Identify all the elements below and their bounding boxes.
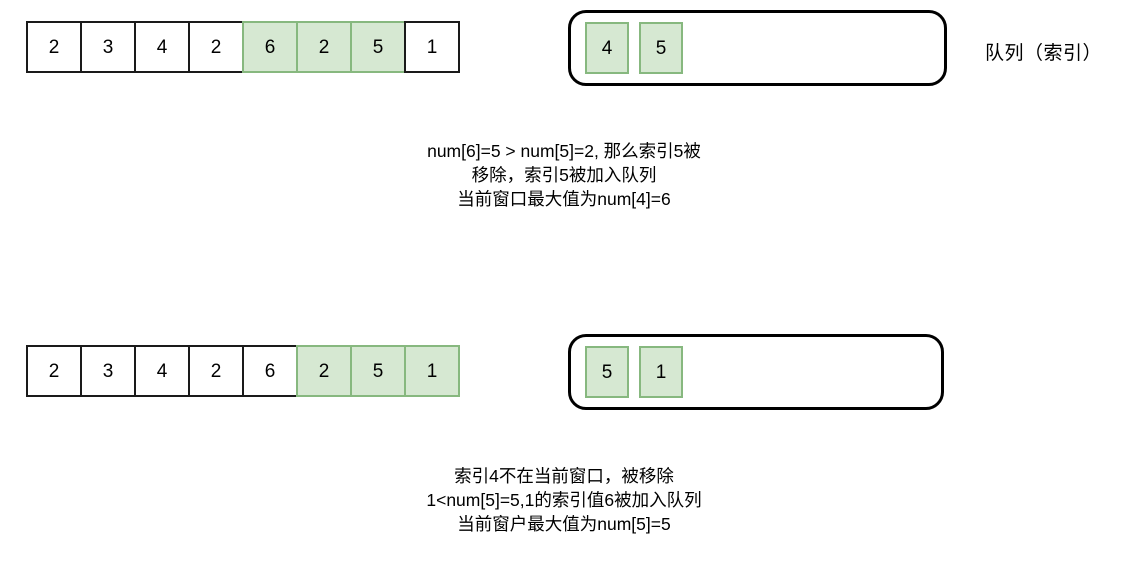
array-cell: 3	[80, 21, 136, 73]
caption-line: 移除，索引5被加入队列	[471, 165, 657, 185]
array-cell: 2	[26, 345, 82, 397]
queue-item: 5	[585, 346, 629, 398]
array-cell-highlighted: 2	[296, 21, 352, 73]
array-cell: 4	[134, 21, 190, 73]
caption-line: 1<num[5]=5,1的索引值6被加入队列	[426, 490, 702, 510]
queue-item: 1	[639, 346, 683, 398]
caption-line: 当前窗户最大值为num[5]=5	[457, 514, 671, 534]
array-cell: 1	[404, 21, 460, 73]
array-cell: 2	[188, 345, 244, 397]
caption-line: 索引4不在当前窗口，被移除	[454, 466, 674, 486]
array-cell: 4	[134, 345, 190, 397]
caption-step-2: 索引4不在当前窗口，被移除 1<num[5]=5,1的索引值6被加入队列 当前窗…	[0, 464, 1128, 536]
caption-step-1: num[6]=5 > num[5]=2, 那么索引5被 移除，索引5被加入队列 …	[0, 139, 1128, 211]
queue-box-step-1: 4 5	[568, 10, 947, 86]
array-cell-highlighted: 1	[404, 345, 460, 397]
caption-line: 当前窗口最大值为num[4]=6	[457, 189, 671, 209]
array-cell: 2	[188, 21, 244, 73]
queue-item: 5	[639, 22, 683, 74]
array-cell-highlighted: 5	[350, 345, 406, 397]
array-cell-highlighted: 6	[242, 21, 298, 73]
array-cell: 2	[26, 21, 82, 73]
array-cell: 3	[80, 345, 136, 397]
array-cell: 6	[242, 345, 298, 397]
array-strip-step-2: 2 3 4 2 6 2 5 1	[26, 345, 460, 397]
queue-item: 4	[585, 22, 629, 74]
array-cell-highlighted: 2	[296, 345, 352, 397]
queue-box-step-2: 5 1	[568, 334, 944, 410]
caption-line: num[6]=5 > num[5]=2, 那么索引5被	[427, 141, 701, 161]
array-cell-highlighted: 5	[350, 21, 406, 73]
array-strip-step-1: 2 3 4 2 6 2 5 1	[26, 21, 460, 73]
queue-label: 队列（索引）	[985, 43, 1103, 64]
